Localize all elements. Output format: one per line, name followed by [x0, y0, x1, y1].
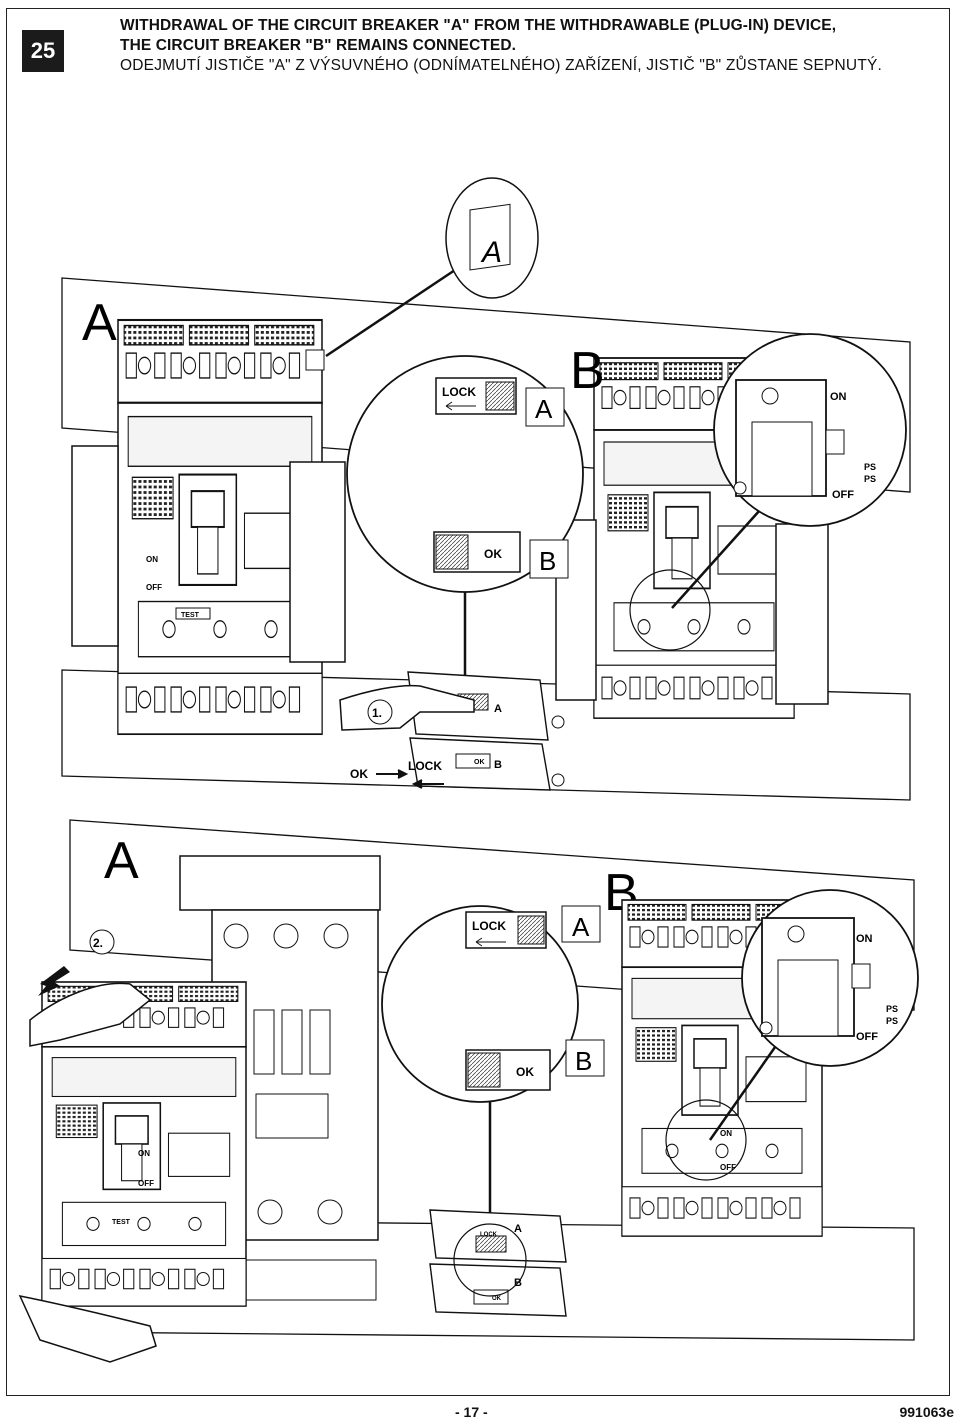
step-heading: WITHDRAWAL OF THE CIRCUIT BREAKER "A" FR… [120, 16, 940, 76]
breaker-a-off-label: OFF [146, 583, 162, 592]
interlock-zoom-circle-bottom: LOCK A OK B [381, 905, 605, 1246]
breaker-b-bottom-off-label: OFF [720, 1163, 736, 1172]
step-number-badge: 25 [22, 30, 64, 72]
zoom-bottom-ps-1: PS [886, 1004, 898, 1014]
zoom-bottom-lock-label: LOCK [472, 919, 506, 933]
bottom-rear-plate [69, 819, 915, 1011]
step-1-label: 1. [372, 706, 382, 720]
zoom-bottom-ok-label: OK [516, 1065, 534, 1079]
zoom-on-label: ON [830, 391, 847, 403]
zoom-a-tag [525, 387, 565, 427]
top-rear-plate [61, 277, 911, 493]
handle-zoom-circle-bottom: ON OFF PS PS [665, 889, 919, 1181]
zoom-a-letter: A [535, 394, 553, 424]
zoom-ok-label: OK [484, 547, 502, 561]
hand-bottom-bottom-figure [18, 1294, 157, 1363]
module-a-label: A [494, 703, 502, 715]
module-bottom-a-label: A [514, 1223, 522, 1235]
arrow-lock-label: LOCK [408, 759, 442, 773]
heading-line-en-2: THE CIRCUIT BREAKER "B" REMAINS CONNECTE… [120, 37, 517, 54]
module-bottom-ok-label: OK [492, 1296, 502, 1302]
sticker-a-small [305, 349, 325, 371]
breaker-a-on-label: ON [146, 555, 158, 564]
step-2-circle [89, 929, 115, 955]
breaker-b-bottom-on-label: ON [720, 1129, 732, 1138]
arrow-ok-label: OK [350, 767, 368, 781]
zoom-bottom-on-label: ON [856, 933, 873, 945]
plug-in-base-a [179, 855, 381, 1301]
interlock-zoom-circle-top: LOCK A OK B [346, 355, 584, 700]
step-2-label: 2. [93, 936, 103, 950]
heading-line-en-1: WITHDRAWAL OF THE CIRCUIT BREAKER "A" FR… [120, 17, 837, 34]
module-bottom-lock-label: LOCK [480, 1232, 498, 1238]
bottom-figure: A B ON OFF TEST 2. [18, 819, 919, 1363]
breaker-a-test-button [175, 607, 211, 620]
breaker-a-top-side-handles [71, 445, 346, 663]
top-figure: ON OFF TEST A A B LOCK [61, 177, 911, 801]
bottom-label-a: A [104, 832, 139, 890]
top-label-b: B [570, 342, 605, 400]
interlock-modules-bottom: LOCK A OK B [429, 1209, 567, 1317]
breaker-a-bottom-on-label: ON [138, 1149, 150, 1158]
arrow-lock-icon [411, 779, 444, 789]
hand-top-bottom-figure [29, 982, 152, 1047]
hand-step1: 1. [339, 684, 475, 731]
arrow-ok-icon [376, 769, 409, 779]
zoom-b-tag [529, 539, 569, 579]
zoom-lock-label: LOCK [442, 385, 476, 399]
top-label-a: A [82, 294, 117, 352]
sticker-a-callout: A [305, 177, 539, 371]
breaker-a-bottom-off-label: OFF [138, 1179, 154, 1188]
document-code: 991063e [899, 1404, 954, 1420]
interlock-modules-top: A OK B [407, 671, 565, 791]
page-frame [6, 8, 950, 1396]
zoom-ps-label-1: PS [864, 462, 876, 472]
zoom-b-letter: B [539, 546, 556, 576]
zoom-ps-label-2: PS [864, 474, 876, 484]
breaker-a-test-label: TEST [181, 612, 200, 619]
heading-line-cz: ODEJMUTÍ JISTIČE "A" Z VÝSUVNÉHO (ODNÍMA… [120, 57, 883, 74]
zoom-off-label: OFF [832, 489, 854, 501]
module-b-label: B [494, 759, 502, 771]
breaker-a-bottom-test-label: TEST [112, 1219, 131, 1226]
module-ok-label: OK [474, 759, 485, 766]
zoom-bottom-ps-2: PS [886, 1016, 898, 1026]
sticker-a-letter: A [480, 236, 502, 269]
page-number: - 17 - [455, 1404, 488, 1420]
zoom-bottom-a-letter: A [572, 912, 590, 942]
zoom-bottom-off-label: OFF [856, 1031, 878, 1043]
zoom-bottom-b-letter: B [575, 1046, 592, 1076]
handle-zoom-circle-top: ON OFF PS PS [629, 333, 907, 651]
pull-direction-arrow-icon [38, 966, 70, 996]
